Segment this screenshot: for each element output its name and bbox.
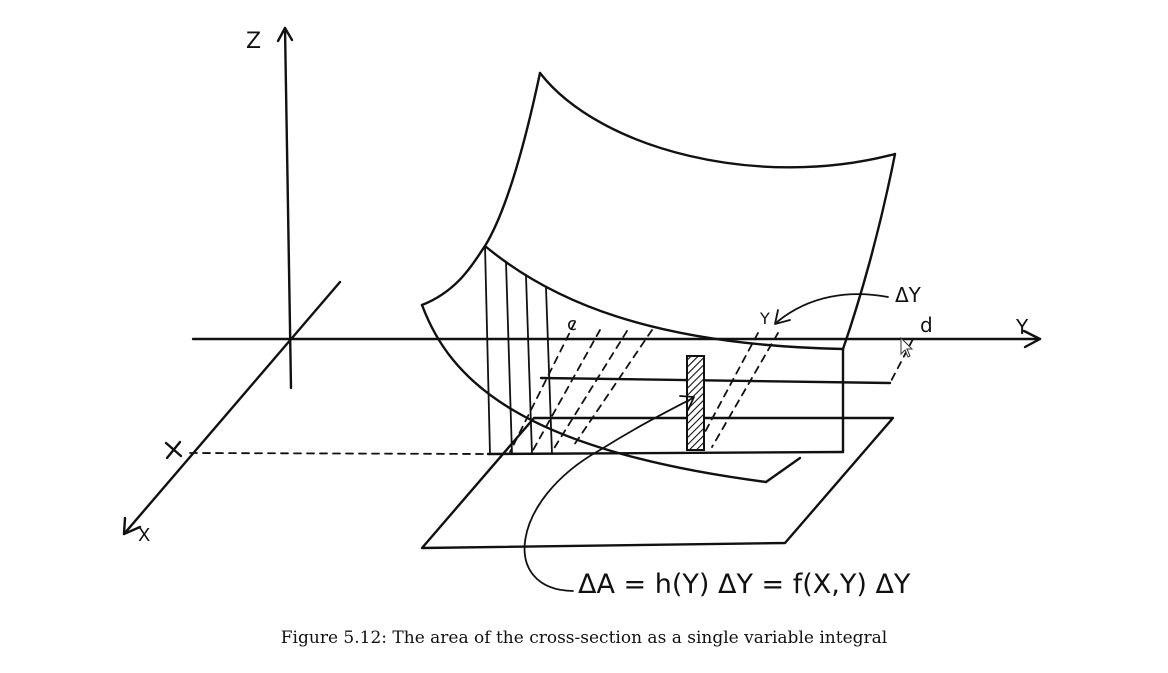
y-axis bbox=[191, 329, 1042, 349]
formula-arrow bbox=[523, 395, 695, 592]
d-limit-label: d bbox=[920, 313, 933, 337]
y-point-label: Y bbox=[759, 309, 770, 328]
hatched-strip bbox=[686, 355, 705, 451]
formula-text: ΔA = h(Y) ΔY = f(X,Y) ΔY bbox=[578, 569, 911, 600]
figure-caption: Figure 5.12: The area of the cross-secti… bbox=[280, 628, 888, 648]
x-marker bbox=[164, 440, 183, 460]
x-dashed-guide bbox=[189, 452, 489, 455]
cross-section-base bbox=[486, 450, 845, 456]
x-axis bbox=[122, 280, 342, 536]
surface-strips bbox=[484, 245, 553, 455]
delta-y-label: ΔY bbox=[895, 283, 922, 307]
z-axis bbox=[276, 26, 294, 390]
surface bbox=[420, 71, 897, 484]
z-axis-label: Z bbox=[246, 29, 261, 54]
inner-back-line bbox=[539, 376, 892, 385]
base-region bbox=[420, 416, 895, 550]
x-axis-label: X bbox=[138, 525, 150, 546]
dashed-slices bbox=[509, 321, 914, 453]
c-limit-label: c bbox=[567, 314, 577, 335]
mouse-cursor-icon bbox=[900, 336, 914, 358]
delta-y-arrow bbox=[774, 293, 889, 325]
y-axis-label: Y bbox=[1015, 315, 1029, 339]
